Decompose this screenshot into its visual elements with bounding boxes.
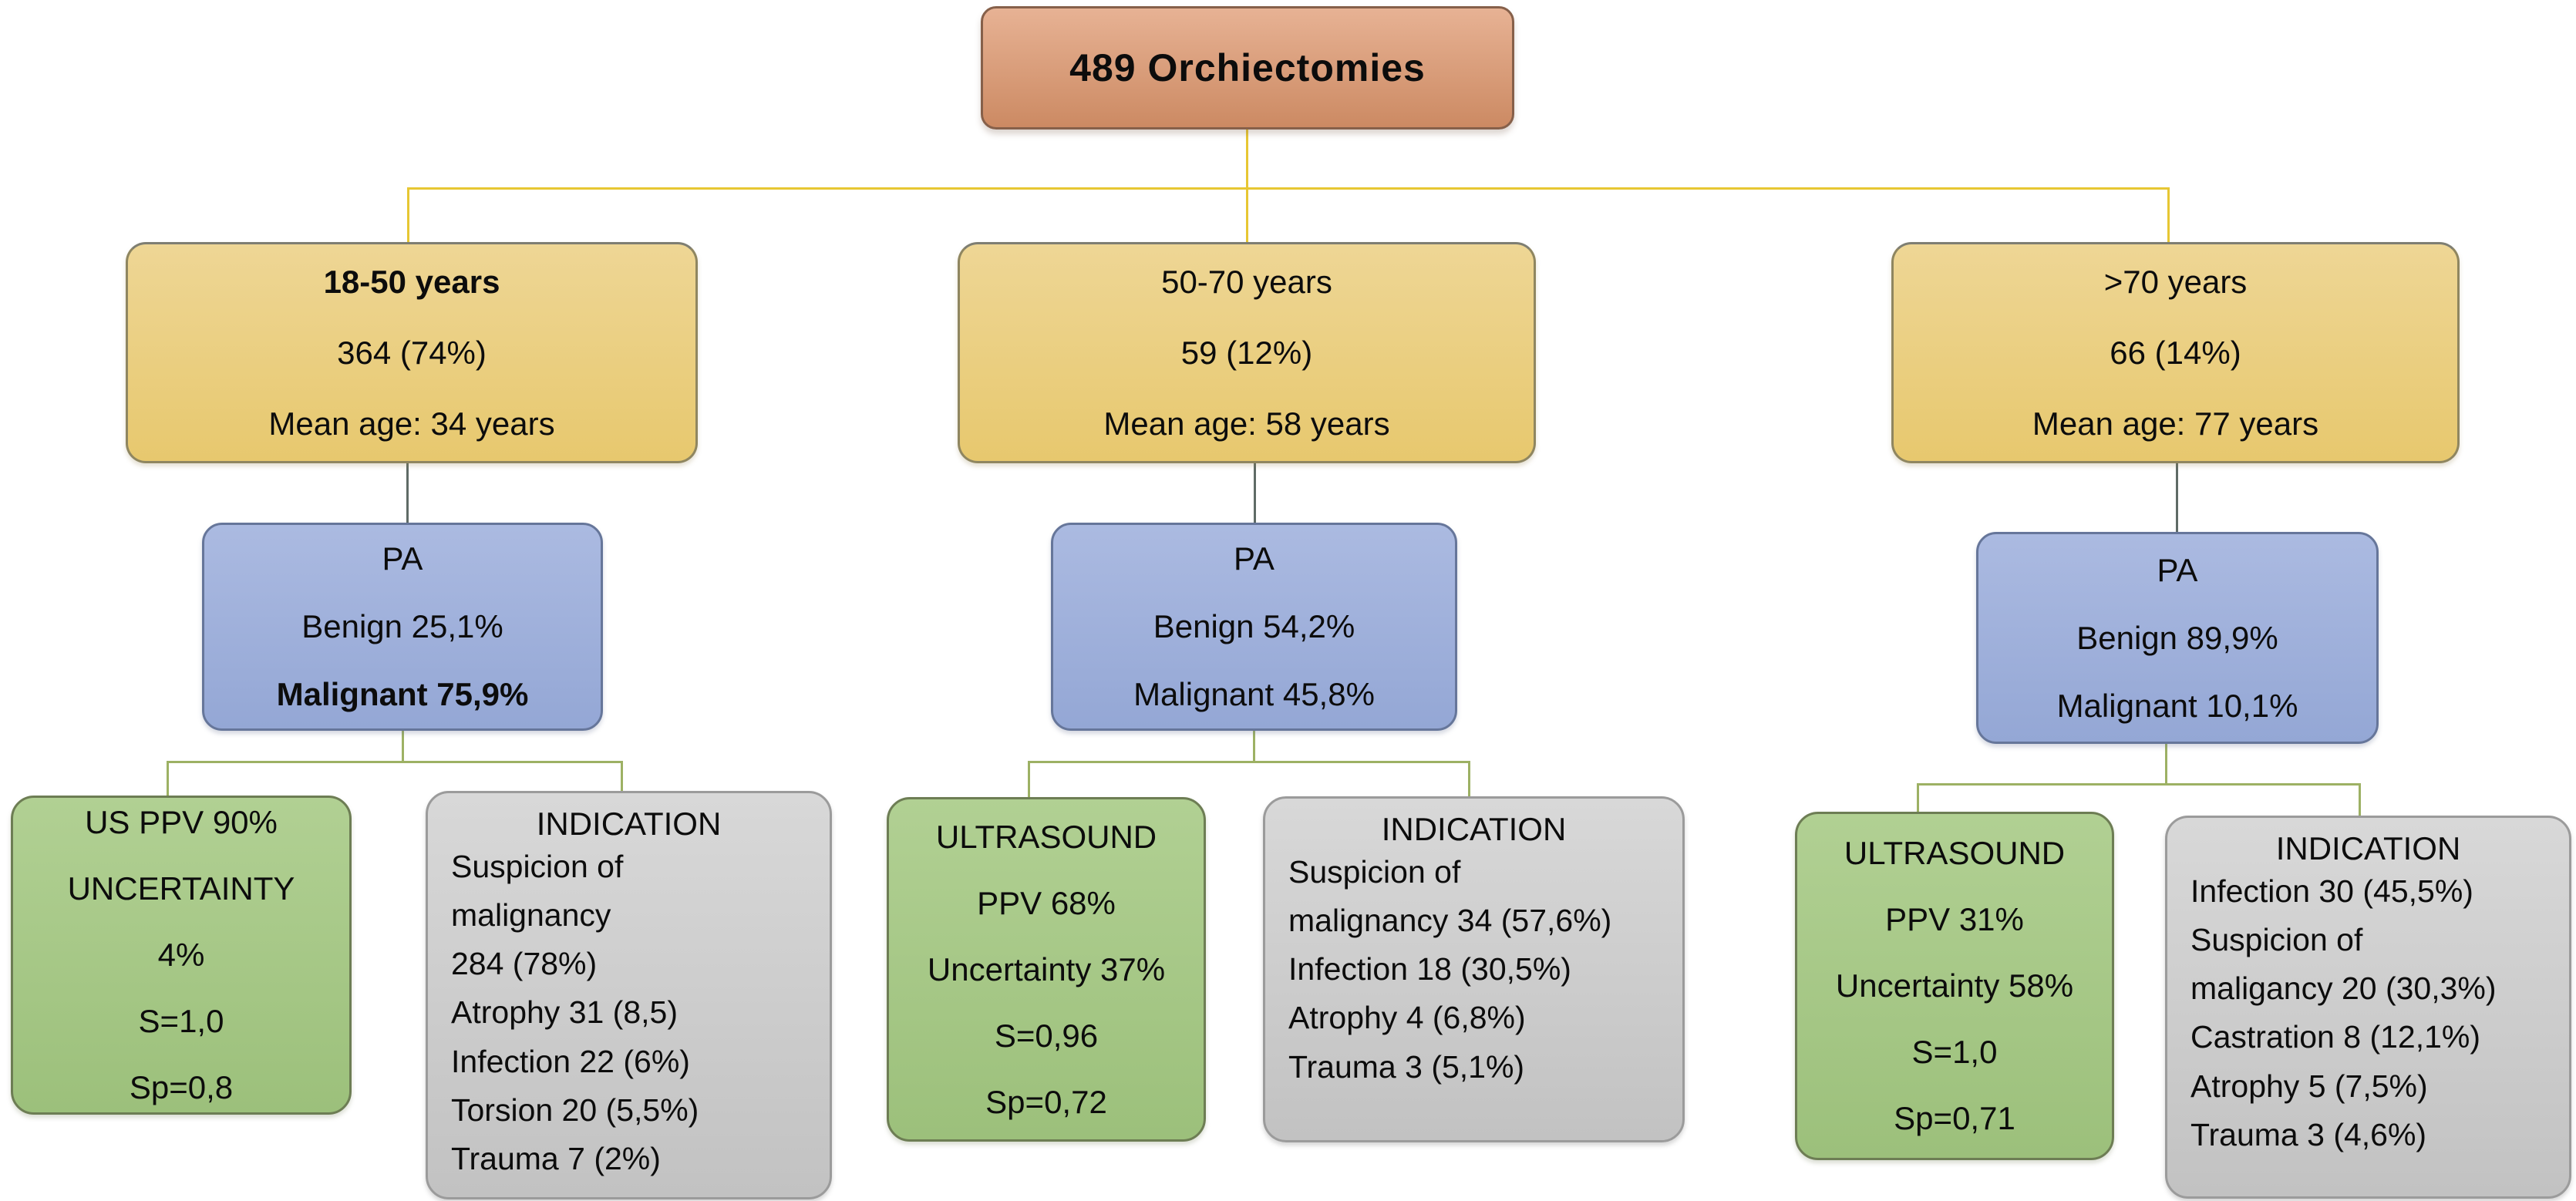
- indication-item: Suspicion of: [1288, 854, 1461, 890]
- indication-item: Infection 18 (30,5%): [1288, 951, 1571, 987]
- pa-title: PA: [2157, 551, 2198, 588]
- age-count: 59 (12%): [1180, 334, 1313, 371]
- connector-root-crossbar: [407, 187, 2170, 190]
- pa-title: PA: [382, 540, 423, 577]
- connector-drop-ind-2: [1468, 761, 1470, 799]
- connector-pa3-crossbar: [1917, 783, 2361, 786]
- indication-1-node: INDICATION Suspicion of malignancy 284 (…: [426, 791, 832, 1199]
- indication-item: Infection 30 (45,5%): [2190, 873, 2473, 909]
- indication-item: maligancy 20 (30,3%): [2190, 971, 2497, 1007]
- us-line: PPV 68%: [977, 884, 1116, 921]
- age-mean: Mean age: 77 years: [2032, 405, 2319, 442]
- indication-item: Trauma 3 (4,6%): [2190, 1116, 2427, 1152]
- indication-item: Trauma 7 (2%): [451, 1140, 661, 1176]
- us-line: Uncertainty 58%: [1835, 967, 2074, 1004]
- indication-item: Infection 22 (6%): [451, 1043, 690, 1079]
- age-count: 66 (14%): [2110, 334, 2241, 371]
- indication-item: Castration 8 (12,1%): [2190, 1019, 2481, 1055]
- us-line: ULTRASOUND: [935, 818, 1157, 855]
- ultrasound-2-node: ULTRASOUND PPV 68% Uncertainty 37% S=0,9…: [887, 797, 1206, 1142]
- us-line: S=1,0: [138, 1003, 224, 1039]
- us-line: Uncertainty 37%: [927, 950, 1166, 987]
- connector-pa2-stem: [1253, 729, 1255, 763]
- age-range: >70 years: [2103, 263, 2248, 300]
- connector-drop-ind-1: [621, 761, 623, 793]
- age-mean: Mean age: 58 years: [1103, 405, 1390, 442]
- pa-title: PA: [1234, 540, 1275, 577]
- indication-title: INDICATION: [1381, 811, 1567, 847]
- indication-item: Atrophy 31 (8,5): [451, 994, 678, 1031]
- indication-item: Suspicion of: [451, 849, 624, 884]
- connector-pa2-crossbar: [1028, 761, 1470, 763]
- connector-age1-to-pa1: [406, 462, 409, 524]
- connector-drop-age-3: [2167, 187, 2170, 244]
- age-group-1-node: 18-50 years 364 (74%) Mean age: 34 years: [126, 242, 698, 463]
- indication-item: Atrophy 4 (6,8%): [1288, 1000, 1526, 1036]
- us-line: Sp=0,8: [129, 1069, 234, 1105]
- age-count: 364 (74%): [337, 334, 487, 371]
- us-line: S=0,96: [994, 1017, 1099, 1054]
- connector-pa3-stem: [2165, 742, 2167, 786]
- indication-item: Torsion 20 (5,5%): [451, 1092, 699, 1128]
- pa-2-node: PA Benign 54,2% Malignant 45,8%: [1051, 523, 1457, 731]
- indication-item: 284 (78%): [451, 946, 598, 982]
- age-group-2-node: 50-70 years 59 (12%) Mean age: 58 years: [958, 242, 1536, 463]
- us-line: ULTRASOUND: [1844, 835, 2066, 871]
- connector-age3-to-pa3: [2176, 462, 2178, 533]
- pa-benign: Benign 54,2%: [1153, 608, 1355, 644]
- age-range: 18-50 years: [323, 263, 500, 300]
- connector-drop-ind-3: [2359, 783, 2361, 818]
- us-line: 4%: [157, 937, 205, 973]
- connector-age2-to-pa2: [1254, 462, 1256, 524]
- connector-drop-age-1: [407, 187, 409, 244]
- pa-1-node: PA Benign 25,1% Malignant 75,9%: [202, 523, 603, 731]
- indication-3-node: INDICATION Infection 30 (45,5%) Suspicio…: [2165, 816, 2571, 1199]
- pa-malignant: Malignant 10,1%: [2056, 687, 2298, 724]
- connector-drop-us-1: [167, 761, 169, 798]
- indication-item: Suspicion of: [2190, 922, 2363, 958]
- indication-2-node: INDICATION Suspicion of malignancy 34 (5…: [1263, 796, 1685, 1142]
- indication-item: Atrophy 5 (7,5%): [2190, 1068, 2428, 1104]
- indication-item: Trauma 3 (5,1%): [1288, 1048, 1525, 1085]
- pa-3-node: PA Benign 89,9% Malignant 10,1%: [1976, 532, 2379, 744]
- indication-item: malignancy 34 (57,6%): [1288, 903, 1612, 939]
- root-node: 489 Orchiectomies: [981, 6, 1514, 130]
- us-line: S=1,0: [1911, 1034, 1998, 1070]
- connector-drop-us-2: [1028, 761, 1030, 799]
- age-mean: Mean age: 34 years: [268, 405, 555, 442]
- ultrasound-3-node: ULTRASOUND PPV 31% Uncertainty 58% S=1,0…: [1795, 812, 2114, 1160]
- indication-item: malignancy: [451, 897, 611, 934]
- us-line: Sp=0,71: [1894, 1100, 2015, 1136]
- connector-drop-us-3: [1917, 783, 1919, 814]
- us-line: PPV 31%: [1885, 901, 2024, 937]
- pa-malignant: Malignant 75,9%: [276, 676, 529, 712]
- pa-benign: Benign 89,9%: [2076, 619, 2278, 656]
- connector-pa1-stem: [402, 729, 404, 763]
- us-line: UNCERTAINTY: [67, 870, 295, 907]
- connector-drop-age-2: [1246, 187, 1248, 244]
- connector-root-stem: [1246, 128, 1248, 189]
- pa-malignant: Malignant 45,8%: [1133, 676, 1375, 712]
- connector-pa1-crossbar: [167, 761, 623, 763]
- indication-title: INDICATION: [536, 806, 722, 842]
- us-line: US PPV 90%: [85, 804, 278, 840]
- pa-benign: Benign 25,1%: [301, 608, 503, 644]
- indication-title: INDICATION: [2275, 830, 2461, 866]
- root-label: 489 Orchiectomies: [1069, 46, 1426, 89]
- age-range: 50-70 years: [1161, 263, 1332, 300]
- age-group-3-node: >70 years 66 (14%) Mean age: 77 years: [1891, 242, 2460, 463]
- us-line: Sp=0,72: [985, 1083, 1107, 1120]
- ultrasound-1-node: US PPV 90% UNCERTAINTY 4% S=1,0 Sp=0,8: [11, 796, 352, 1115]
